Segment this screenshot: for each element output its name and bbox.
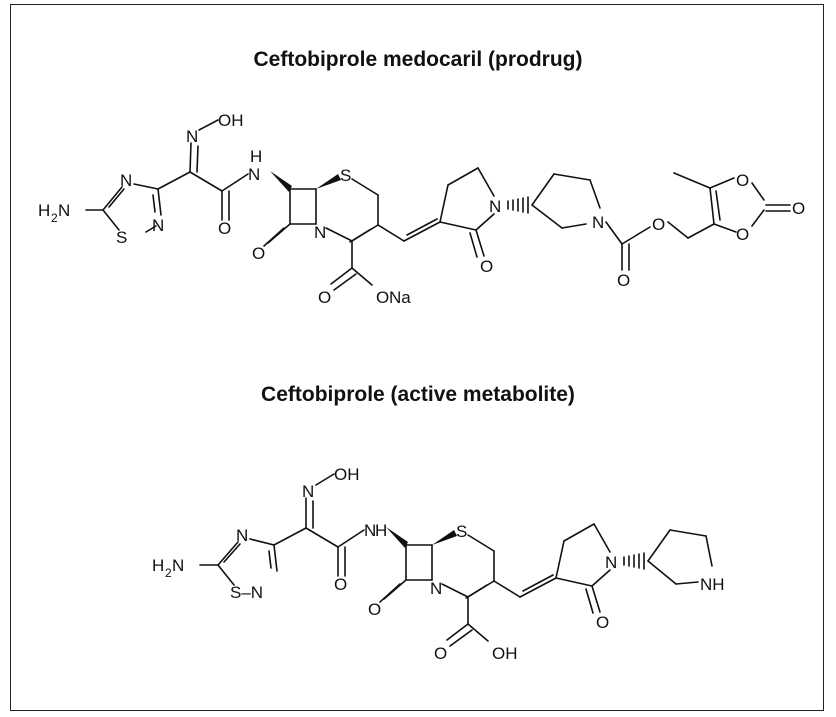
amide-o-label-2: O <box>334 575 347 594</box>
pyrrolidinone-n-label: N <box>489 197 501 216</box>
cephem-core-2 <box>379 527 557 647</box>
thiadiazole-n-label: N <box>120 171 132 190</box>
oxime-oh-label-2: OH <box>334 465 360 484</box>
stereo-hash-bond <box>507 196 529 214</box>
amine-h-label-2: H <box>152 556 164 575</box>
thiadiazole-sn-label-2: S–N <box>230 583 263 602</box>
ring-n-label: N <box>314 223 326 242</box>
oxime-side-chain <box>157 119 249 221</box>
amine-n-label-2: N <box>172 556 184 575</box>
oxime-side-chain-2 <box>273 473 365 577</box>
dioxolone-ring <box>673 172 791 233</box>
ring-s-label: S <box>340 166 351 185</box>
pyrrolidinone-ring-2 <box>555 523 611 614</box>
pyrrolidine-nh-label-2: NH <box>700 575 725 594</box>
active-metabolite-title: Ceftobiprole (active metabolite) <box>261 383 575 406</box>
pyrrolidinone-o-label: O <box>480 257 493 276</box>
amide-n-label: N <box>248 165 260 184</box>
carboxylate-o-label: O <box>318 288 331 307</box>
ring-n-label-2: N <box>430 579 442 598</box>
thiadiazole-n-label-2: N <box>236 526 248 545</box>
amide-h-label-2: H <box>375 521 387 540</box>
pyrrolidine-n-label: N <box>592 213 604 232</box>
dioxolone-o1-label: O <box>736 171 749 190</box>
cephem-core <box>263 171 441 291</box>
amine-h-label: H <box>38 201 50 220</box>
figure-frame <box>10 4 824 711</box>
carboxylate-o2-label: O <box>376 288 389 307</box>
dioxolone-o2-label: O <box>736 225 749 244</box>
amide-h-label: H <box>250 147 262 166</box>
lactam-o-label-2: O <box>368 600 381 619</box>
prodrug-title: Ceftobiprole medocaril (prodrug) <box>253 48 583 71</box>
pyrrolidine-carbamate <box>531 173 715 271</box>
carboxyl-oh-label-2: OH <box>492 644 518 663</box>
carbamate-o-label: O <box>617 271 630 290</box>
thiadiazole-n2-label: N <box>152 216 164 235</box>
active-atom-labels: H 2 N N S–N N OH O N H S N O O OH N O NH <box>152 465 725 663</box>
carboxyl-o-label-2: O <box>434 644 447 663</box>
pyrrolidinone-ring <box>439 167 495 258</box>
oxime-n-label: N <box>186 127 198 146</box>
dioxolone-carbonyl-o-label: O <box>792 199 805 218</box>
pyrrolidinone-o-label-2: O <box>596 613 609 632</box>
thiadiazole-ring-2 <box>199 538 278 586</box>
lactam-o-label: O <box>252 244 265 263</box>
amide-o-label: O <box>218 219 231 238</box>
sodium-label: Na <box>389 288 411 307</box>
pyrrolidinone-n-label-2: N <box>605 553 617 572</box>
ester-o-label: O <box>652 215 665 234</box>
oxime-n-label-2: N <box>302 482 314 501</box>
stereo-hash-bond-2 <box>623 552 645 570</box>
thiadiazole-s-label: S <box>116 228 127 247</box>
thiadiazole-ring <box>85 183 162 233</box>
prodrug-atom-labels: H 2 N N N S N OH O H N S N O O O Na N O … <box>38 111 805 307</box>
oxime-oh-label: OH <box>218 111 244 130</box>
amine-n-label: N <box>58 201 70 220</box>
amine-subscript: 2 <box>51 211 58 225</box>
pyrrolidine-ring-2 <box>647 529 713 585</box>
amide-n-label-2: N <box>364 521 376 540</box>
ring-s-label-2: S <box>456 522 467 541</box>
amine-subscript-2: 2 <box>165 566 172 580</box>
